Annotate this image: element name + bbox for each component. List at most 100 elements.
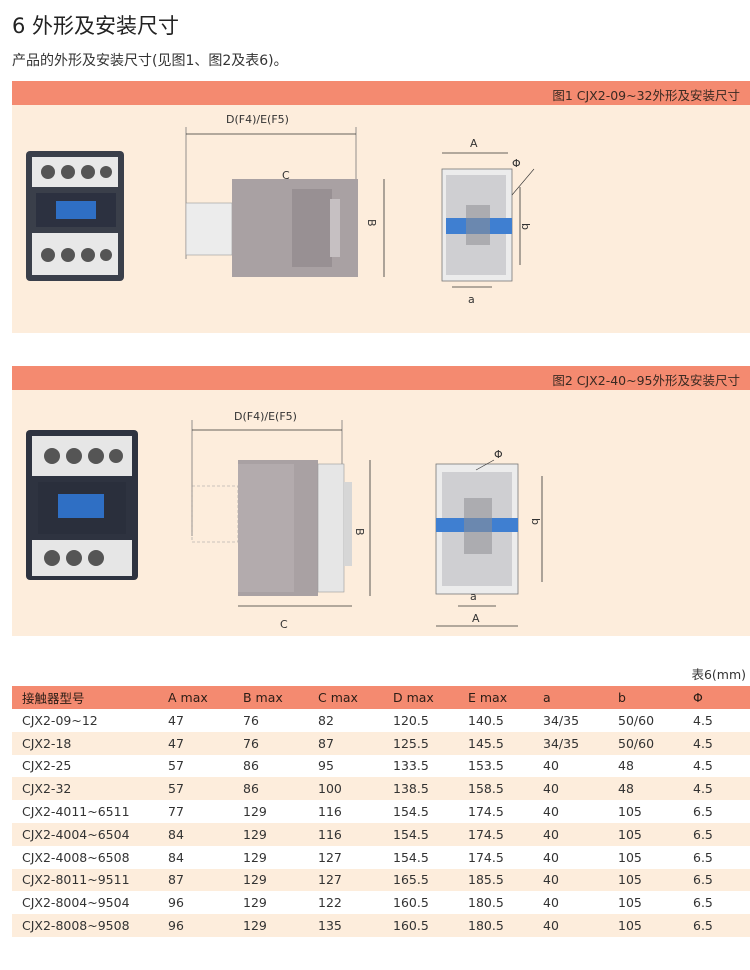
value-cell: 77 <box>168 804 184 820</box>
value-cell: 105 <box>608 868 683 892</box>
value-cell: 6.5 <box>693 804 713 820</box>
value-cell: 127 <box>318 849 342 865</box>
value-cell: 4.5 <box>683 731 750 755</box>
contactor-photo-large <box>26 430 138 580</box>
value-cell: 185.5 <box>458 868 533 892</box>
value-cell: 95 <box>318 758 334 774</box>
value-cell: 174.5 <box>468 849 504 865</box>
value-cell: 6.5 <box>683 868 750 892</box>
value-cell: 180.5 <box>468 895 504 911</box>
value-cell: 129 <box>243 895 267 911</box>
model-cell: CJX2-8008~9508 <box>12 914 158 937</box>
value-cell: 135 <box>308 914 383 937</box>
value-cell: 100 <box>308 777 383 801</box>
value-cell: 138.5 <box>383 777 458 801</box>
front-view-1: A Φ b a <box>441 137 535 306</box>
figure1-drawing: D(F4)/E(F5) C B A Φ b a <box>26 113 535 306</box>
figure2-caption: 图2 CJX2-40~95外形及安装尺寸 <box>552 373 740 388</box>
value-cell: 174.5 <box>468 804 504 820</box>
value-cell: 180.5 <box>458 914 533 937</box>
value-cell: 116 <box>318 804 342 820</box>
value-cell: 47 <box>158 731 233 755</box>
value-cell: 127 <box>308 868 383 892</box>
col-header: Φ <box>683 686 750 709</box>
value-cell: 4.5 <box>693 758 713 774</box>
value-cell: 40 <box>543 895 559 911</box>
value-cell: 153.5 <box>468 758 504 774</box>
value-cell: 129 <box>233 868 308 892</box>
value-cell: 174.5 <box>458 822 533 846</box>
value-cell: 57 <box>158 777 233 801</box>
model-cell: CJX2-4011~6511 <box>22 804 130 820</box>
value-cell: 125.5 <box>383 731 458 755</box>
fig1-dim-b-front: b <box>519 223 532 230</box>
intro-text: 产品的外形及安装尺寸(见图1、图2及表6)。 <box>12 53 288 69</box>
value-cell: 34/35 <box>533 731 608 755</box>
value-cell: 47 <box>168 712 184 728</box>
value-cell: 96 <box>168 895 184 911</box>
value-cell: 105 <box>608 822 683 846</box>
model-cell: CJX2-8004~9504 <box>22 895 130 911</box>
figure2-caption-bar: 图2 CJX2-40~95外形及安装尺寸 <box>12 366 750 390</box>
value-cell: 122 <box>318 895 342 911</box>
value-cell: 82 <box>318 712 334 728</box>
col-header: A max <box>158 686 233 709</box>
page-title: 6 外形及安装尺寸 <box>12 14 180 38</box>
value-cell: 76 <box>233 731 308 755</box>
fig2-dim-a-big: A <box>472 612 480 625</box>
value-cell: 129 <box>233 914 308 937</box>
value-cell: 105 <box>618 895 642 911</box>
value-cell: 160.5 <box>393 895 429 911</box>
figure1-caption-bar: 图1 CJX2-09~32外形及安装尺寸 <box>12 81 750 105</box>
value-cell: 40 <box>533 868 608 892</box>
fig1-dim-c: C <box>282 169 290 182</box>
value-cell: 120.5 <box>393 712 429 728</box>
value-cell: 87 <box>308 731 383 755</box>
value-cell: 84 <box>158 822 233 846</box>
model-cell: CJX2-09~12 <box>22 712 98 728</box>
value-cell: 154.5 <box>393 849 429 865</box>
fig2-dim-b: B <box>353 528 366 536</box>
table-header-row: 接触器型号 A max B max C max D max E max a b … <box>12 686 750 709</box>
value-cell: 140.5 <box>468 712 504 728</box>
value-cell: 105 <box>618 804 642 820</box>
model-cell: CJX2-4004~6504 <box>12 822 158 846</box>
value-cell: 6.5 <box>683 822 750 846</box>
value-cell: 48 <box>608 777 683 801</box>
value-cell: 129 <box>243 804 267 820</box>
model-cell: CJX2-4008~6508 <box>22 849 130 865</box>
value-cell: 57 <box>168 758 184 774</box>
side-view-2: D(F4)/E(F5) B C <box>191 410 371 631</box>
value-cell: 6.5 <box>683 914 750 937</box>
side-view-1: D(F4)/E(F5) C B <box>185 113 385 277</box>
figure1-caption: 图1 CJX2-09~32外形及安装尺寸 <box>552 88 740 103</box>
fig2-dim-c: C <box>280 618 288 631</box>
front-view-2: Φ b a A <box>435 448 543 627</box>
value-cell: 129 <box>233 822 308 846</box>
figure2-panel: 图2 CJX2-40~95外形及安装尺寸 D(F4)/E(F5) B C <box>12 366 750 636</box>
fig2-dim-b-front: b <box>529 518 542 525</box>
value-cell: 40 <box>543 758 559 774</box>
value-cell: 133.5 <box>393 758 429 774</box>
fig2-dim-def: D(F4)/E(F5) <box>234 410 297 423</box>
col-header: E max <box>458 686 533 709</box>
col-header: a <box>533 686 608 709</box>
value-cell: 4.5 <box>683 777 750 801</box>
value-cell: 158.5 <box>458 777 533 801</box>
col-header: B max <box>233 686 308 709</box>
col-header: b <box>608 686 683 709</box>
value-cell: 145.5 <box>458 731 533 755</box>
value-cell: 154.5 <box>393 804 429 820</box>
table-unit-note: 表6(mm) <box>691 667 746 682</box>
value-cell: 50/60 <box>618 712 655 728</box>
value-cell: 86 <box>243 758 259 774</box>
col-header: C max <box>308 686 383 709</box>
